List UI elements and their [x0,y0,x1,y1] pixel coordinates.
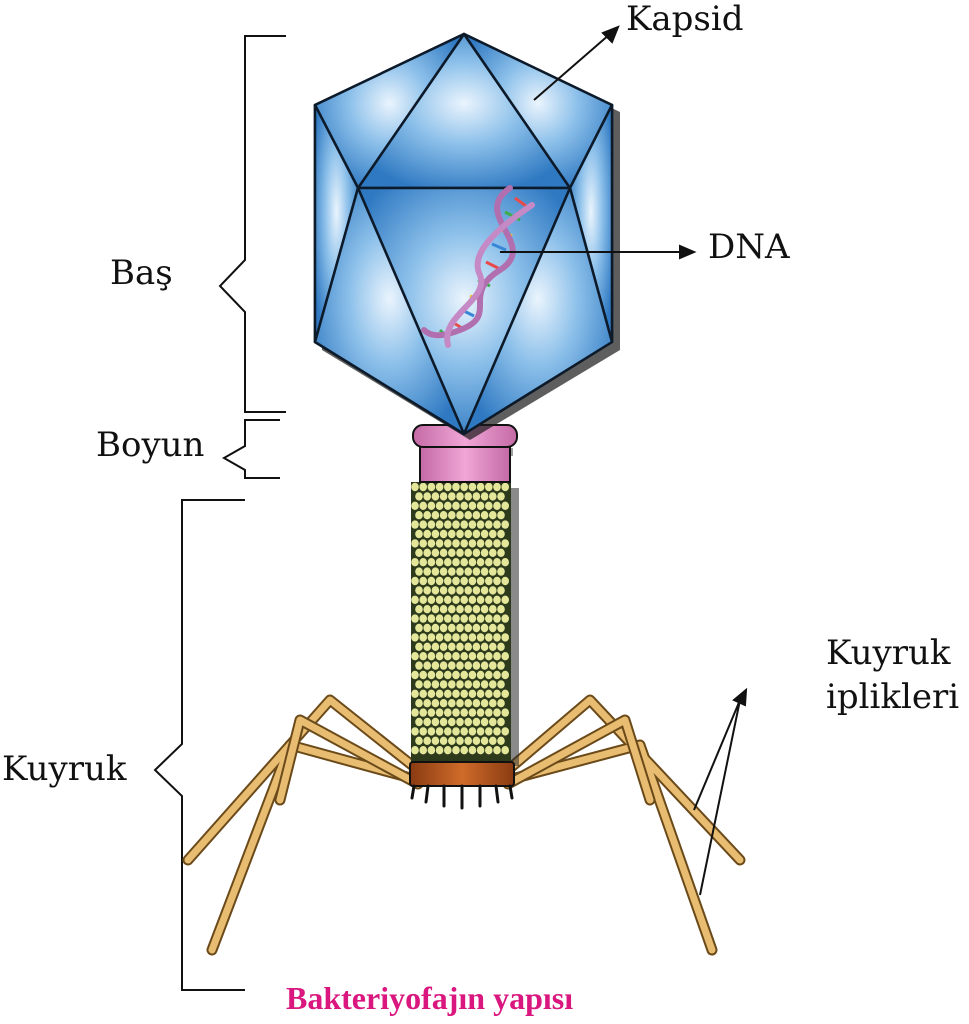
leader-lines [500,25,748,896]
tail-fibers [182,694,746,956]
bracket-boyun [221,419,280,479]
sheath-beads [411,482,510,755]
label-dna: DNA [708,227,790,267]
bracket-kuyruk [153,499,245,991]
neck-collar [412,424,518,483]
label-boyun: Boyun [96,425,205,465]
dna-helix [421,185,535,348]
bracket-bas [218,35,286,413]
base-plate [409,761,515,810]
label-bas: Baş [110,253,173,293]
label-kuyruk-iplikleri-line2: iplikleri [826,677,960,717]
label-kapsid: Kapsid [626,0,744,39]
caption: Bakteriyofajın yapısı [286,980,574,1016]
label-kuyruk: Kuyruk [2,749,127,789]
label-kuyruk-iplikleri-line1: Kuyruk [826,633,951,673]
